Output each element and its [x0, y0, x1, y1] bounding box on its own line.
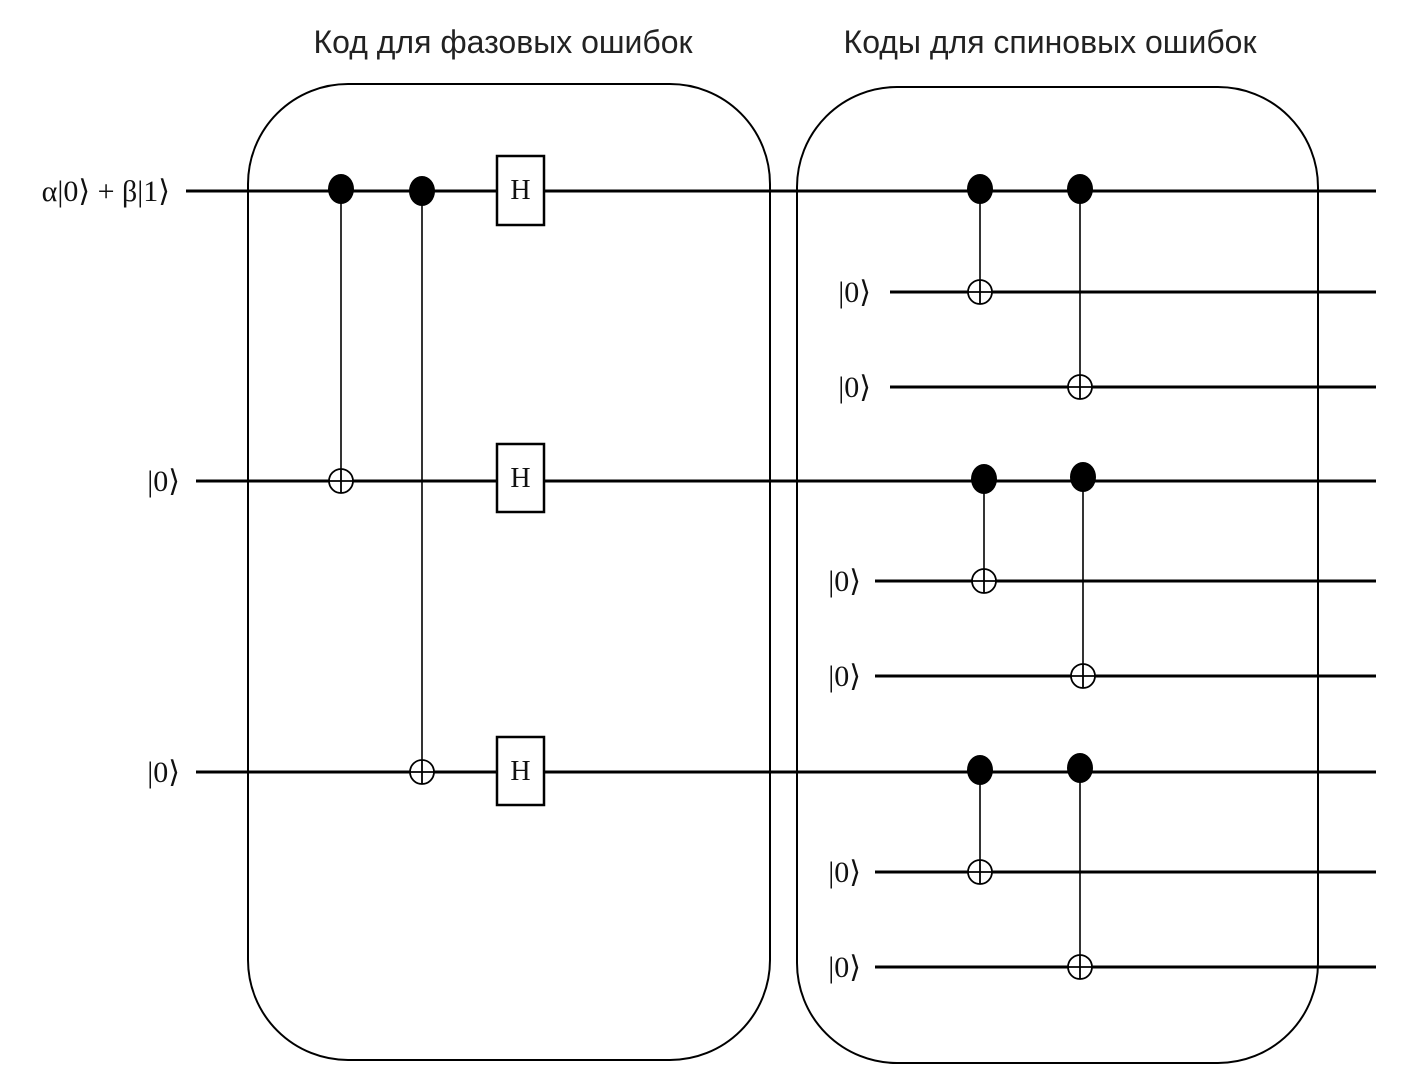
target-xor	[409, 759, 435, 785]
input-label-a2: |0⟩	[838, 371, 871, 404]
hadamard-gate-q2: H	[495, 735, 546, 807]
phase-code-title: Код для фазовых ошибок	[313, 24, 693, 60]
input-label-a3: |0⟩	[828, 565, 861, 598]
control-dot	[1067, 753, 1093, 783]
target-xor	[1067, 374, 1093, 400]
control-dot	[967, 755, 993, 785]
cnot-gate	[1067, 174, 1093, 400]
target-xor	[967, 859, 993, 885]
cnot-gate	[409, 176, 435, 785]
input-label-a4: |0⟩	[828, 660, 861, 693]
cnot-gate	[328, 174, 354, 494]
control-dot	[1070, 462, 1096, 492]
hadamard-label: H	[510, 175, 530, 206]
phase-code-panel	[247, 83, 771, 1061]
target-xor	[328, 468, 354, 494]
cnot-gate	[967, 755, 993, 885]
input-label-q1: |0⟩	[147, 465, 180, 498]
control-dot	[1067, 174, 1093, 204]
target-xor	[1067, 954, 1093, 980]
target-xor	[967, 279, 993, 305]
hadamard-label: H	[510, 756, 530, 787]
input-label-q2: |0⟩	[147, 756, 180, 789]
spin-codes-panel	[796, 86, 1319, 1064]
input-label-q0: α|0⟩ + β|1⟩	[42, 175, 170, 208]
spin-codes-title: Коды для спиновых ошибок	[844, 24, 1258, 60]
control-dot	[328, 174, 354, 204]
hadamard-label: H	[510, 463, 530, 494]
control-dot	[971, 464, 997, 494]
cnot-gate	[1067, 753, 1093, 980]
input-label-a1: |0⟩	[838, 276, 871, 309]
target-xor	[971, 568, 997, 594]
hadamard-gate-q1: H	[495, 442, 546, 514]
input-label-a5: |0⟩	[828, 856, 861, 889]
cnot-gate	[1070, 462, 1096, 689]
hadamard-gate-q0: H	[495, 154, 546, 227]
control-dot	[409, 176, 435, 206]
input-label-a6: |0⟩	[828, 951, 861, 984]
cnot-gate	[971, 464, 997, 594]
target-xor	[1070, 663, 1096, 689]
cnot-gate	[967, 174, 993, 305]
control-dot	[967, 174, 993, 204]
